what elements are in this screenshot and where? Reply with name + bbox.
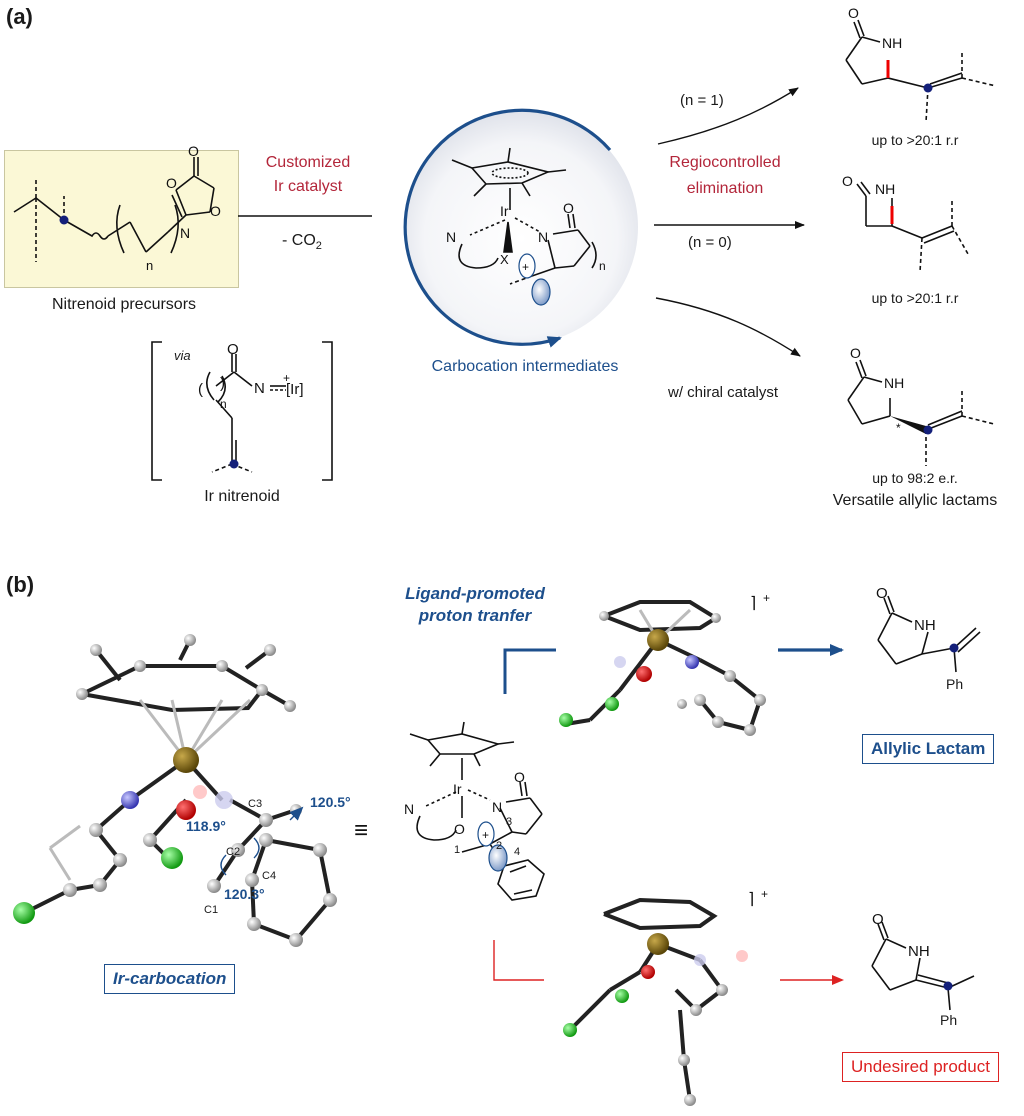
svg-text:O: O: [454, 821, 465, 837]
co2-text: - CO: [282, 232, 316, 249]
svg-text:+: +: [761, 887, 768, 901]
svg-text:O: O: [848, 5, 859, 21]
svg-text:(: (: [198, 381, 203, 398]
catalyst-label-line-2: Ir catalyst: [273, 178, 343, 195]
ligand-label-line-2: proton tranfer: [418, 606, 532, 625]
undesired-pathway-3d-model: [563, 897, 748, 1106]
svg-text:+: +: [482, 828, 489, 842]
via-label: via: [174, 348, 191, 363]
nitrenoid-structure: [151, 341, 333, 481]
equiv-sign: ≡: [354, 817, 368, 844]
number-2: 2: [496, 840, 503, 852]
atom-label-c1: C1: [204, 904, 219, 916]
svg-text:Ir: Ir: [453, 781, 462, 797]
svg-text:X: X: [500, 252, 509, 267]
svg-text:): ): [220, 375, 225, 392]
svg-text:NH: NH: [914, 617, 936, 634]
svg-text:O: O: [188, 143, 199, 159]
svg-text:O: O: [876, 585, 888, 602]
elimination-label-line-1: Regiocontrolled: [669, 154, 781, 171]
svg-text:O: O: [872, 911, 884, 928]
panel-a-label: (a): [6, 4, 33, 29]
carbocation-box: Ir-carbocation: [104, 964, 236, 994]
allylic-box: Allylic Lactam: [862, 734, 995, 764]
svg-text:O: O: [563, 200, 574, 216]
svg-text:N: N: [180, 225, 190, 241]
product-3-structure: [847, 359, 995, 466]
product-2-ratio: up to >20:1 r.r: [871, 290, 959, 306]
svg-text:N: N: [446, 229, 456, 245]
svg-text:NH: NH: [884, 375, 904, 391]
branch-n1-label: (n = 1): [680, 92, 724, 109]
svg-text:N: N: [538, 229, 548, 245]
carbocation-3d-model: [13, 634, 337, 947]
svg-text:O: O: [850, 345, 861, 361]
undesired-structure: [871, 921, 975, 1011]
branch-chiral-label: w/ chiral catalyst: [668, 384, 779, 401]
branch-n0-label: (n = 0): [688, 234, 732, 251]
precursor-structure: [13, 157, 215, 262]
svg-text:O: O: [166, 175, 177, 191]
svg-text:O: O: [842, 173, 853, 189]
carbocation-2d-structure: [409, 721, 545, 901]
svg-text:NH: NH: [875, 181, 895, 197]
catalyst-label-line-1: Customized: [265, 154, 351, 171]
svg-text:NH: NH: [882, 35, 902, 51]
atom-label-c3: C3: [248, 798, 263, 810]
precursor-box: [4, 150, 239, 288]
svg-text:O: O: [514, 769, 525, 785]
precursor-caption: Nitrenoid precursors: [51, 296, 197, 313]
allylic-pathway-3d-model: [559, 600, 766, 736]
svg-text:N: N: [254, 380, 265, 397]
precursor-n-subscript: n: [146, 258, 153, 273]
svg-text:N: N: [404, 801, 414, 817]
svg-text:n: n: [599, 259, 606, 273]
svg-text:+: +: [522, 260, 529, 274]
svg-text:⌉: ⌉: [750, 595, 756, 612]
panel-b-label: (b): [6, 572, 35, 597]
svg-text:n: n: [220, 397, 227, 411]
svg-text:⌉: ⌉: [748, 891, 754, 908]
svg-text:N: N: [492, 799, 502, 815]
co2-label: - CO2: [282, 232, 322, 252]
nitrenoid-caption: Ir nitrenoid: [204, 488, 280, 505]
elimination-label-line-2: elimination: [686, 180, 764, 197]
number-4: 4: [514, 846, 521, 858]
svg-text:+: +: [283, 371, 290, 385]
ph-label-undesired: Ph: [940, 1012, 958, 1028]
svg-text:O: O: [210, 203, 221, 219]
svg-text:+: +: [763, 591, 770, 605]
angle-label-2: 120.5°: [310, 794, 351, 810]
product-1-ratio: up to >20:1 r.r: [871, 132, 959, 148]
ligand-label-line-1: Ligand-promoted: [405, 584, 545, 603]
svg-text:NH: NH: [908, 943, 930, 960]
number-1: 1: [454, 844, 461, 856]
product-3-ratio: up to 98:2 e.r.: [872, 470, 958, 486]
product-2-structure: [856, 181, 969, 273]
angle-label-1: 118.9°: [186, 818, 226, 834]
atom-label-c4: C4: [262, 870, 277, 882]
intermediate-caption: Carbocation intermediates: [431, 358, 619, 375]
allylic-lactam-structure: [877, 595, 981, 673]
ph-label-allylic: Ph: [946, 676, 964, 692]
atom-label-c2: C2: [226, 846, 241, 858]
svg-text:O: O: [227, 341, 239, 358]
svg-text:[Ir]: [Ir]: [286, 381, 304, 398]
sphere-ir-atom: Ir: [500, 203, 509, 219]
product-1-structure: [845, 19, 997, 123]
co2-subscript: 2: [315, 240, 322, 253]
number-3: 3: [506, 816, 513, 828]
undesired-box: Undesired product: [842, 1052, 999, 1082]
intermediate-sphere: [404, 110, 638, 344]
angle-label-3: 120.3°: [224, 886, 265, 902]
svg-text:*: *: [896, 421, 901, 435]
cycle-arrow: [403, 108, 612, 348]
products-caption: Versatile allylic lactams: [832, 492, 998, 509]
